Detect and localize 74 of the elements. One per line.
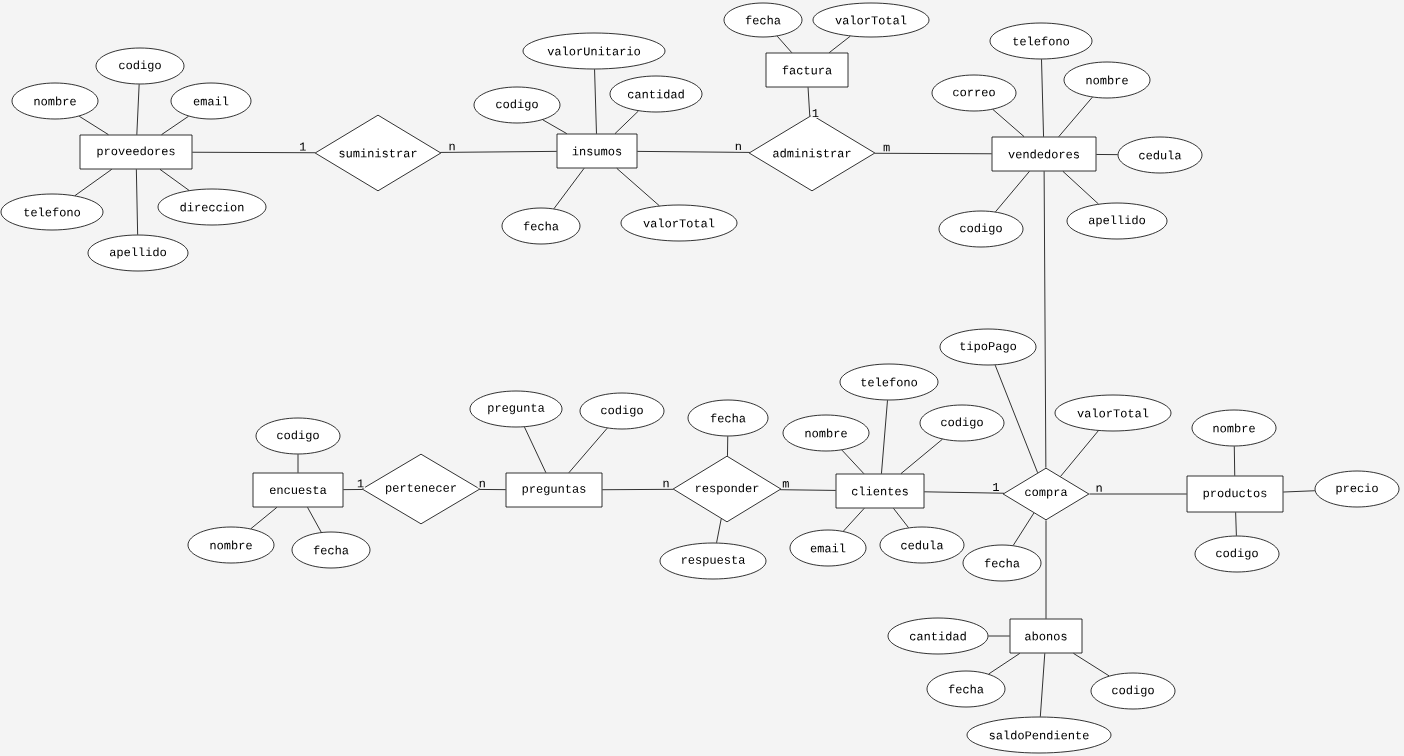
entity-box: proveedores bbox=[79, 134, 193, 170]
connector-line bbox=[159, 169, 190, 191]
cardinality-label: 1 bbox=[993, 483, 999, 491]
connector-line bbox=[250, 507, 278, 530]
connector-line bbox=[1012, 512, 1035, 546]
connector-line bbox=[440, 150, 557, 153]
connector-line bbox=[136, 84, 140, 135]
entity-box: clientes bbox=[835, 473, 925, 509]
cardinality-label: n bbox=[735, 143, 741, 151]
connector-line bbox=[874, 152, 992, 155]
connector-line bbox=[78, 115, 109, 135]
connector-line bbox=[994, 364, 1038, 474]
entity-box: encuesta bbox=[252, 472, 344, 508]
connector-line bbox=[602, 488, 674, 491]
connector-line bbox=[893, 508, 909, 528]
connector-line bbox=[1043, 171, 1047, 469]
connector-line bbox=[843, 508, 865, 532]
entity-box: productos bbox=[1186, 475, 1284, 513]
connector-line bbox=[1283, 490, 1316, 493]
connector-line bbox=[924, 491, 1005, 494]
connector-line bbox=[553, 168, 585, 210]
connector-line bbox=[343, 489, 363, 491]
connector-line bbox=[297, 454, 299, 473]
connector-line bbox=[716, 518, 722, 544]
connector-line bbox=[1060, 430, 1099, 477]
entity-box: abonos bbox=[1009, 618, 1083, 654]
cardinality-label: n bbox=[479, 480, 485, 488]
connector-line bbox=[1096, 154, 1118, 156]
connector-line bbox=[192, 151, 316, 154]
connector-line bbox=[727, 436, 729, 457]
connector-line bbox=[1089, 493, 1187, 495]
connector-line bbox=[1073, 653, 1110, 677]
connector-line bbox=[1058, 96, 1093, 137]
entity-box: preguntas bbox=[505, 472, 603, 508]
connector-line bbox=[988, 635, 1010, 637]
connector-line bbox=[637, 151, 750, 153]
connector-line bbox=[614, 110, 639, 134]
cardinality-label: 1 bbox=[300, 142, 306, 151]
connector-line bbox=[988, 653, 1021, 675]
connector-line bbox=[594, 69, 597, 134]
connector-line bbox=[161, 115, 189, 135]
connector-line bbox=[74, 169, 113, 196]
cardinality-label: 1 bbox=[357, 479, 364, 488]
connector-line bbox=[135, 169, 139, 235]
connector-line bbox=[828, 35, 851, 53]
connector-line bbox=[1041, 59, 1044, 137]
connector-line bbox=[568, 427, 608, 473]
connector-line bbox=[900, 438, 943, 474]
connector-line bbox=[881, 400, 888, 474]
cardinality-label: m bbox=[883, 144, 890, 152]
connector-line bbox=[841, 449, 865, 474]
connector-line bbox=[307, 507, 322, 533]
entity-box: vendedores bbox=[991, 136, 1097, 172]
connector-line bbox=[1235, 512, 1237, 536]
connector-line bbox=[524, 426, 547, 473]
connector-line bbox=[616, 168, 660, 207]
connector-line bbox=[992, 109, 1025, 137]
cardinality-label: n bbox=[1096, 485, 1102, 492]
connector-line bbox=[807, 87, 811, 117]
entity-box: insumos bbox=[556, 133, 638, 169]
connector-line bbox=[1045, 520, 1047, 619]
connector-line bbox=[1062, 171, 1099, 205]
connector-line bbox=[1233, 446, 1236, 476]
cardinality-label: n bbox=[449, 143, 455, 151]
cardinality-label: n bbox=[663, 480, 669, 488]
connector-line bbox=[479, 489, 506, 491]
cardinality-label: m bbox=[782, 481, 789, 488]
connector-line bbox=[779, 489, 836, 491]
connector-line bbox=[995, 171, 1030, 213]
entity-box: factura bbox=[765, 52, 849, 88]
connector-line bbox=[542, 119, 568, 134]
connector-line bbox=[1039, 653, 1046, 717]
connector-line bbox=[776, 35, 793, 53]
cardinality-label: 1 bbox=[812, 109, 819, 118]
